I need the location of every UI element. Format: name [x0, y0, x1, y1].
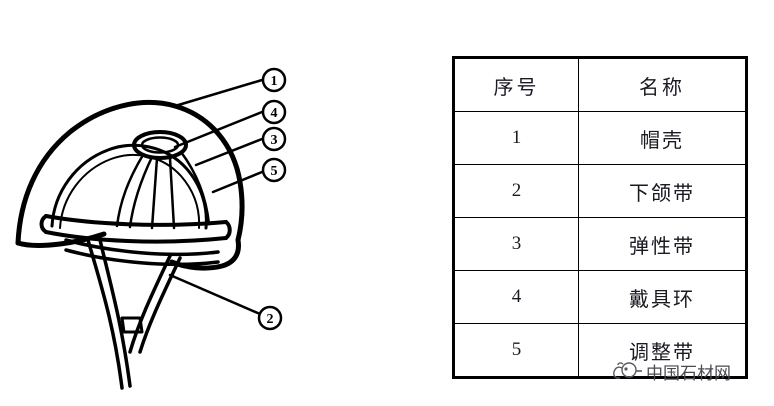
helmet-diagram-panel: 1 4 3 5 2: [15, 67, 287, 390]
helmet-illustration: 1 4 3 5 2: [15, 67, 287, 390]
row-no: 5: [453, 323, 579, 378]
adjustment-band-bottom: [64, 248, 220, 267]
callout-circle-1: [261, 67, 287, 93]
row-name: 戴具环: [578, 270, 747, 324]
chin-strap-slider: [120, 316, 144, 334]
callout-circle-4: [261, 99, 287, 125]
table-row: 3 弹性带: [453, 217, 747, 271]
helmet-shell-outline: [15, 100, 245, 246]
callout-label-2: 2: [267, 312, 274, 327]
helmet-shell-right-edge: [169, 237, 241, 271]
suspension-strap-left-b: [128, 155, 154, 229]
leader-line-3: [194, 137, 264, 167]
elastic-headband-bottom: [44, 230, 228, 244]
elastic-headband-left-cap: [39, 214, 48, 234]
callout-label-4: 4: [271, 106, 278, 121]
table-row: 4 戴具环: [453, 270, 747, 324]
suspension-strap-right: [179, 150, 211, 226]
table-header-name: 名称: [578, 57, 747, 112]
watermark-text: 中国石材网: [646, 363, 731, 383]
row-name: 下颌带: [578, 164, 747, 218]
leader-line-5: [211, 170, 264, 194]
row-no: 1: [453, 111, 579, 165]
row-no: 3: [453, 217, 579, 271]
leader-line-1: [173, 78, 264, 108]
row-name: 帽壳: [578, 111, 747, 165]
leader-line-4: [173, 110, 264, 149]
table-row: 5 调整带: [453, 323, 747, 378]
callout-group: [257, 67, 287, 331]
chin-strap-right-inner: [138, 256, 182, 354]
callout-circle-2: [257, 305, 283, 331]
row-no: 2: [453, 164, 579, 218]
table-row: 1 帽壳: [453, 111, 747, 165]
elastic-headband-top: [44, 214, 228, 227]
callout-circle-5: [261, 157, 287, 183]
callout-circle-3: [261, 126, 287, 152]
row-no: 4: [453, 270, 579, 324]
callout-label-5: 5: [271, 164, 278, 179]
leader-line-2: [168, 273, 262, 316]
table-header-row: 序号 名称: [453, 57, 747, 112]
row-name: 弹性带: [578, 217, 747, 271]
suspension-strap-center-left: [150, 156, 159, 230]
callout-label-3: 3: [271, 133, 278, 148]
chin-strap-right-outer: [128, 254, 172, 354]
chin-strap-left-outer: [86, 238, 124, 390]
suspension-strap-left: [115, 153, 145, 228]
adjustment-band-top: [64, 238, 220, 257]
table-header-no: 序号: [453, 57, 579, 112]
crown-grommet-ring-outer: [132, 130, 188, 160]
elastic-headband-right-cap: [224, 220, 232, 240]
watermark: 中国石材网: [612, 358, 731, 384]
table-row: 2 下颌带: [453, 164, 747, 218]
suspension-strap-center-right: [168, 156, 176, 230]
row-name: 调整带: [578, 323, 747, 378]
callout-label-1: 1: [271, 74, 278, 89]
chin-strap-left-inner: [98, 238, 132, 388]
cloud-logo-icon: [613, 362, 642, 379]
parts-legend-table: 序号 名称 1 帽壳 2 下颌带 3 弹性带 4 戴具环 5 调: [452, 56, 748, 379]
